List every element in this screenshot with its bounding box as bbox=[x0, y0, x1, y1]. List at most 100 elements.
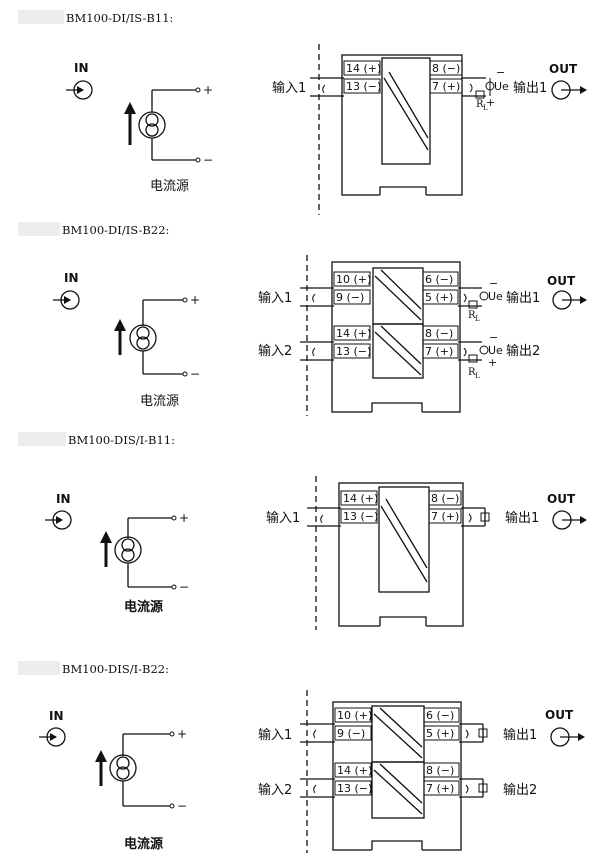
output-plus: + bbox=[486, 96, 495, 109]
source-label: 电流源 bbox=[140, 394, 179, 409]
output1-label: 输出1 bbox=[503, 727, 537, 743]
plus-sign: + bbox=[203, 83, 213, 97]
isolation-diagonal-2b bbox=[380, 325, 422, 365]
isolation-diagonal-2a bbox=[373, 769, 423, 815]
source-label: 电流源 bbox=[124, 599, 163, 615]
isolation-block bbox=[381, 57, 431, 165]
terminal-8 bbox=[423, 762, 460, 778]
terminal-14 bbox=[333, 325, 371, 341]
module-notch bbox=[380, 622, 426, 628]
terminal-13 bbox=[333, 343, 371, 359]
output2-loop-icon bbox=[465, 784, 469, 794]
module-notch-edge bbox=[379, 186, 427, 195]
terminal-9 bbox=[334, 725, 372, 741]
ch2-in-bot-label: 13 (−) bbox=[336, 345, 371, 358]
current-source-symbol: IN + − 电流源 bbox=[45, 492, 189, 615]
source-circle bbox=[114, 536, 142, 564]
minus-sign: − bbox=[177, 799, 187, 813]
in-arrow-head bbox=[50, 733, 57, 741]
current-source-symbol: IN + − 电流源 bbox=[39, 709, 187, 852]
terminal-plus bbox=[195, 87, 201, 93]
isolation-diagonal-1a bbox=[374, 275, 422, 321]
module-notch-edge bbox=[371, 840, 423, 850]
terminal-minus bbox=[182, 371, 188, 377]
output2-minus: − bbox=[489, 331, 498, 344]
in-arrow-head bbox=[64, 296, 71, 304]
source-ring-a bbox=[145, 113, 159, 127]
terminal-minus bbox=[171, 584, 177, 590]
terminal-13 bbox=[343, 78, 381, 94]
isolation-diagonal-a bbox=[383, 77, 429, 151]
source-ring-b bbox=[116, 766, 130, 780]
terminal-in-bot-label: 13 (−) bbox=[346, 80, 381, 93]
ch1-in-bot-label: 9 (−) bbox=[336, 291, 364, 304]
ch1-in-bot-label: 9 (−) bbox=[337, 727, 365, 740]
terminal-plus bbox=[182, 297, 188, 303]
isolation-block-1 bbox=[371, 705, 425, 763]
terminal-8 bbox=[429, 60, 463, 76]
input-loop-icon bbox=[322, 84, 326, 94]
terminal-8 bbox=[428, 490, 462, 506]
load-resistor-2 bbox=[478, 783, 488, 793]
out-label: OUT bbox=[547, 492, 576, 506]
terminal-14 bbox=[334, 762, 372, 778]
output2-plus: + bbox=[488, 356, 497, 369]
model-title: BM100-DI/IS-B22: bbox=[62, 223, 169, 237]
redacted-prefix bbox=[18, 661, 60, 675]
ch2-out-bot-label: 7 (+) bbox=[426, 782, 454, 795]
ch1-out-top-label: 6 (−) bbox=[426, 709, 454, 722]
input1-label: 输入1 bbox=[258, 727, 292, 743]
source-arrow-head bbox=[114, 319, 126, 331]
rl2-label: R bbox=[468, 367, 476, 378]
isolator-module: 10 (+) 9 (−) 6 (−) 5 (+) 14 (+) 13 (−) 8… bbox=[331, 261, 461, 414]
in-label: IN bbox=[74, 61, 89, 75]
output-label: 输出1 bbox=[513, 80, 547, 96]
ch2-out-top-label: 8 (−) bbox=[426, 764, 454, 777]
isolator-module: 14 (+) 13 (−) 8 (−) 7 (+) bbox=[341, 54, 463, 197]
rl-sub: L bbox=[483, 104, 488, 112]
ch2-in-top-label: 14 (+) bbox=[337, 764, 372, 777]
isolation-diagonal-1a bbox=[373, 713, 423, 759]
ue-source-1 bbox=[479, 291, 489, 301]
source-ring-b bbox=[145, 123, 159, 137]
isolation-block-2 bbox=[371, 761, 425, 819]
output1-minus: − bbox=[489, 277, 498, 290]
source-ring-b bbox=[121, 548, 135, 562]
source-arrow-head bbox=[95, 750, 107, 762]
terminal-plus bbox=[171, 515, 177, 521]
plus-sign: + bbox=[190, 293, 200, 307]
terminal-7 bbox=[422, 343, 459, 359]
output-label: 输出1 bbox=[505, 510, 539, 526]
terminal-14 bbox=[343, 60, 381, 76]
rl1-sub: L bbox=[475, 315, 480, 323]
input2-loop-icon bbox=[313, 784, 317, 794]
terminal-plus bbox=[169, 731, 175, 737]
out-label: OUT bbox=[549, 62, 578, 76]
source-arrow-head bbox=[124, 102, 136, 114]
input1-loop-icon bbox=[313, 729, 317, 739]
input2-label: 输入2 bbox=[258, 782, 292, 798]
terminal-5 bbox=[422, 289, 459, 305]
terminal-7 bbox=[428, 508, 462, 524]
source-circle bbox=[109, 754, 137, 782]
output2-label: 输出2 bbox=[506, 343, 540, 359]
output1-label: 输出1 bbox=[506, 290, 540, 306]
terminal-10 bbox=[333, 271, 371, 287]
load-resistor bbox=[480, 512, 490, 522]
module-notch bbox=[372, 408, 422, 414]
in-label: IN bbox=[49, 709, 64, 723]
terminal-13 bbox=[340, 508, 378, 524]
current-source-symbol: IN + − 电流源 bbox=[66, 61, 213, 194]
isolation-diagonal-b bbox=[385, 498, 428, 569]
source-label: 电流源 bbox=[150, 179, 189, 194]
ch1-out-bot-label: 5 (+) bbox=[426, 727, 454, 740]
module-notch-edge bbox=[379, 616, 427, 626]
source-ring-a bbox=[116, 756, 130, 770]
terminal-9 bbox=[333, 289, 371, 305]
ch2-out-top-label: 8 (−) bbox=[425, 327, 453, 340]
input-label: 输入1 bbox=[266, 510, 300, 526]
isolation-diagonal-2b bbox=[379, 763, 423, 804]
isolation-diagonal-a bbox=[380, 505, 428, 583]
section-3: BM100-DIS/I-B11: IN + − 电流源 bbox=[18, 432, 587, 630]
